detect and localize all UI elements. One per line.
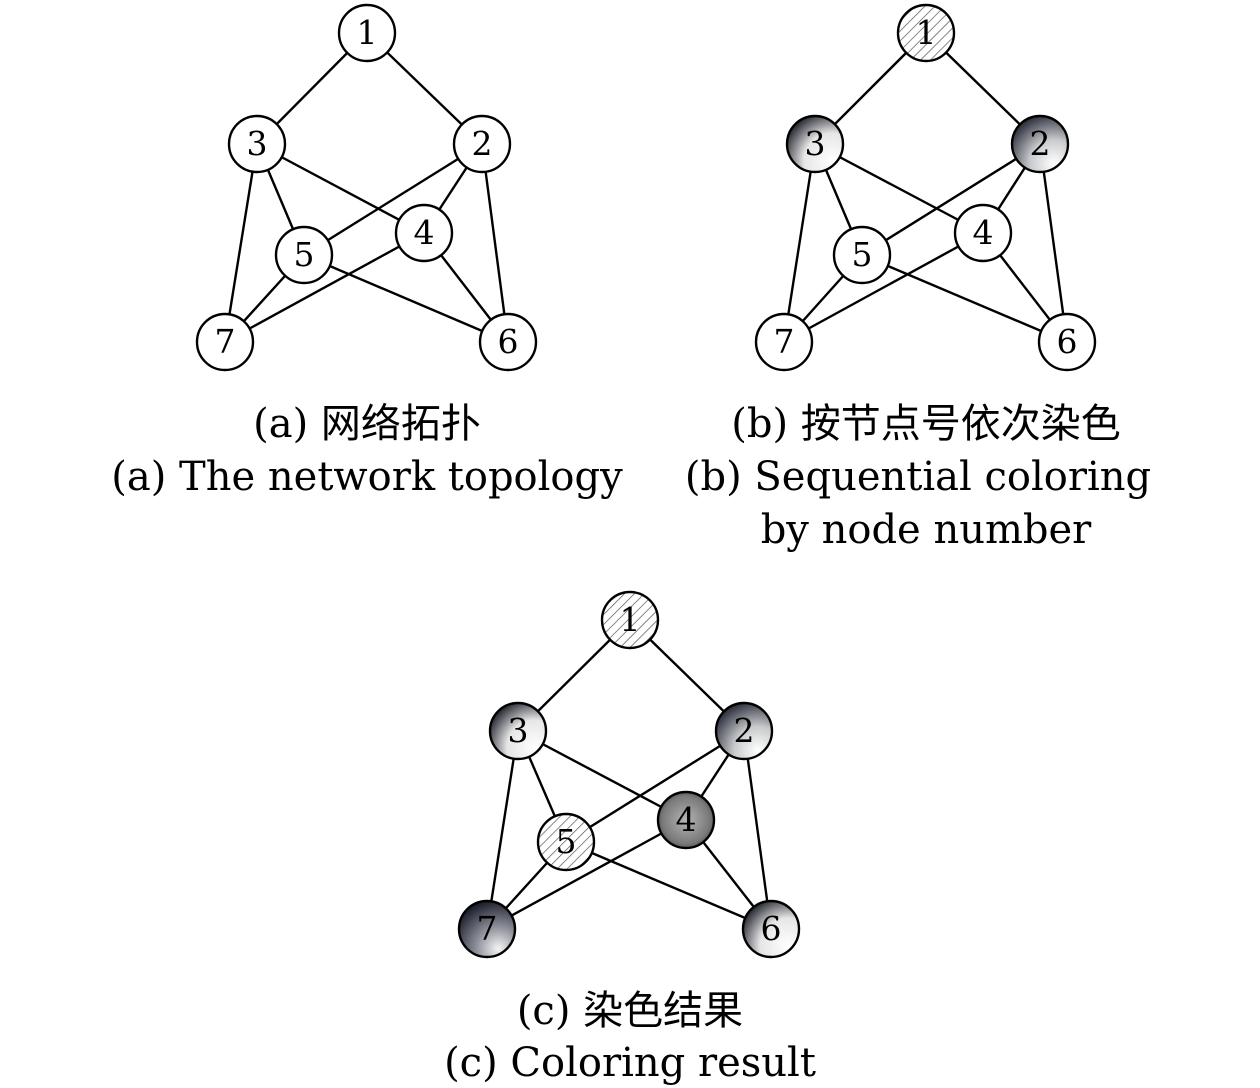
edge-2-5 bbox=[303, 142, 483, 257]
edges-a bbox=[223, 32, 510, 344]
node-6-label: 6 bbox=[1057, 322, 1078, 361]
node-6-circle bbox=[478, 312, 538, 372]
nodes-c: 1 2 3 4 5 6 7 bbox=[457, 590, 801, 959]
edge-3-4 bbox=[814, 142, 984, 235]
node-1-label: 1 bbox=[916, 13, 937, 52]
node-7-label: 7 bbox=[774, 322, 795, 361]
node-4-circle bbox=[394, 203, 454, 263]
caption-b-en-line1: (b) Sequential coloring bbox=[685, 454, 1151, 500]
edge-4-7 bbox=[783, 231, 984, 344]
edge-2-5 bbox=[565, 729, 745, 844]
nodes-b: 1 2 3 4 5 6 7 bbox=[754, 3, 1097, 372]
node-7-circle bbox=[195, 312, 255, 372]
node-5: 5 bbox=[274, 225, 334, 285]
node-3-label: 3 bbox=[508, 711, 529, 750]
node-1: 1 bbox=[896, 3, 956, 63]
edge-3-4 bbox=[517, 729, 687, 822]
caption-b-en-line2: by node number bbox=[761, 507, 1092, 553]
edge-5-6 bbox=[303, 253, 509, 344]
edge-5-6 bbox=[861, 253, 1068, 344]
node-2: 2 bbox=[452, 114, 512, 174]
node-7-circle bbox=[457, 899, 517, 959]
node-7: 7 bbox=[457, 899, 517, 959]
node-5-circle bbox=[832, 225, 892, 285]
node-3-circle bbox=[227, 114, 287, 174]
node-3: 3 bbox=[488, 701, 548, 761]
node-6: 6 bbox=[1037, 312, 1097, 372]
node-2-circle bbox=[452, 114, 512, 174]
node-4-label: 4 bbox=[676, 800, 697, 839]
node-5-circle bbox=[536, 812, 596, 872]
edge-3-7 bbox=[485, 730, 520, 930]
edge-5-6 bbox=[565, 840, 772, 931]
node-7-label: 7 bbox=[215, 322, 236, 361]
node-6-circle bbox=[741, 899, 801, 959]
node-1: 1 bbox=[337, 3, 397, 63]
panel-a: 1 2 3 4 5 6 7 (a) 网络拓扑 (a) The network topolog… bbox=[111, 3, 623, 500]
caption-c-en-line1: (c) Coloring result bbox=[444, 1040, 816, 1086]
node-1: 1 bbox=[600, 590, 660, 650]
node-1-circle bbox=[337, 3, 397, 63]
caption-a-cn: (a) 网络拓扑 bbox=[253, 401, 481, 447]
node-4-circle bbox=[953, 203, 1013, 263]
node-3-circle bbox=[488, 701, 548, 761]
nodes-a: 1 2 3 4 5 6 7 bbox=[195, 3, 538, 372]
node-4-circle bbox=[656, 790, 716, 850]
node-1-label: 1 bbox=[620, 600, 641, 639]
node-2-label: 2 bbox=[1030, 124, 1051, 163]
node-4: 4 bbox=[656, 790, 716, 850]
node-6-label: 6 bbox=[498, 322, 519, 361]
node-4: 4 bbox=[394, 203, 454, 263]
edge-2-5 bbox=[861, 142, 1041, 257]
node-4-label: 4 bbox=[414, 213, 435, 252]
node-1-circle bbox=[896, 3, 956, 63]
node-5-label: 5 bbox=[556, 822, 577, 861]
edge-2-6 bbox=[1038, 143, 1069, 343]
edge-2-6 bbox=[742, 730, 773, 930]
node-3-label: 3 bbox=[805, 124, 826, 163]
node-6: 6 bbox=[741, 899, 801, 959]
node-4-label: 4 bbox=[973, 213, 994, 252]
node-3-label: 3 bbox=[247, 124, 268, 163]
edge-2-6 bbox=[480, 143, 510, 343]
edges-c bbox=[485, 619, 773, 931]
node-5-label: 5 bbox=[852, 235, 873, 274]
node-2-circle bbox=[714, 701, 774, 761]
edge-4-7 bbox=[224, 231, 425, 344]
node-5-circle bbox=[274, 225, 334, 285]
edges-b bbox=[782, 32, 1069, 344]
caption-c-cn: (c) 染色结果 bbox=[517, 988, 743, 1034]
node-4: 4 bbox=[953, 203, 1013, 263]
node-2: 2 bbox=[714, 701, 774, 761]
node-3-circle bbox=[785, 114, 845, 174]
node-7: 7 bbox=[754, 312, 814, 372]
node-7-label: 7 bbox=[477, 909, 498, 948]
node-6-circle bbox=[1037, 312, 1097, 372]
node-5: 5 bbox=[832, 225, 892, 285]
node-3: 3 bbox=[227, 114, 287, 174]
node-6-label: 6 bbox=[761, 909, 782, 948]
node-2: 2 bbox=[1010, 114, 1070, 174]
node-7-circle bbox=[754, 312, 814, 372]
node-7: 7 bbox=[195, 312, 255, 372]
node-2-label: 2 bbox=[472, 124, 493, 163]
edge-3-7 bbox=[782, 143, 817, 343]
node-2-label: 2 bbox=[734, 711, 755, 750]
panel-c: 1 2 3 4 5 6 7 (c) 染色结果 (c) Coloring result bbox=[444, 590, 816, 1086]
node-5-label: 5 bbox=[294, 235, 315, 274]
caption-b-cn: (b) 按节点号依次染色 bbox=[731, 401, 1121, 447]
edge-3-4 bbox=[256, 142, 425, 235]
panel-b: 1 2 3 4 5 6 7 (b) 按节点号依次染色 (b) Sequential colo… bbox=[685, 3, 1151, 553]
caption-a-en-line1: (a) The network topology bbox=[111, 454, 623, 500]
node-6: 6 bbox=[478, 312, 538, 372]
node-1-label: 1 bbox=[357, 13, 378, 52]
node-5: 5 bbox=[536, 812, 596, 872]
edge-3-7 bbox=[223, 143, 259, 343]
node-2-circle bbox=[1010, 114, 1070, 174]
edge-4-7 bbox=[486, 818, 687, 931]
node-1-circle bbox=[600, 590, 660, 650]
node-3: 3 bbox=[785, 114, 845, 174]
